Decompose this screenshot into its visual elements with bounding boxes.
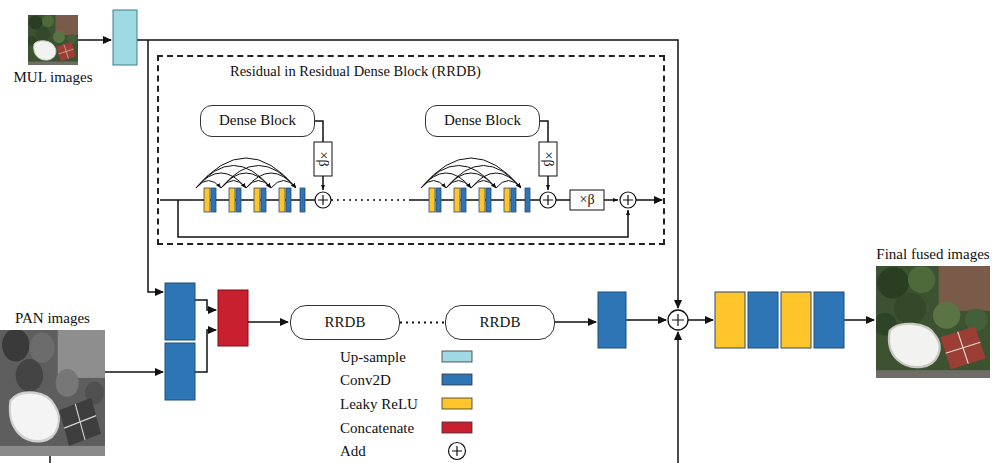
pan-image xyxy=(0,329,105,456)
legend-text: Concatenate xyxy=(340,419,414,437)
legend-swatch xyxy=(440,418,474,438)
legend-text: Leaky ReLU xyxy=(340,395,418,413)
wire xyxy=(49,456,51,463)
legend-item: Add xyxy=(340,442,366,460)
block-label: RRDB xyxy=(480,314,521,331)
block-label: Dense Block xyxy=(444,112,521,129)
wire xyxy=(322,176,324,190)
scale-box xyxy=(314,142,332,176)
legend-item: Conv2D xyxy=(340,371,391,389)
legend-item: Up-sample xyxy=(340,348,406,366)
wire xyxy=(604,199,618,201)
wire xyxy=(547,176,549,190)
rrdb-wires xyxy=(160,121,662,237)
wire xyxy=(78,39,111,41)
wire xyxy=(636,199,662,201)
scale-factor: ×β xyxy=(579,193,594,207)
legend-color xyxy=(442,398,472,409)
scale-factor: ×β xyxy=(541,151,555,166)
image-caption: PAN images xyxy=(15,310,90,327)
image-caption: Final fused images xyxy=(876,246,989,263)
wire xyxy=(195,300,216,310)
group-title: Residual in Residual Dense Block (RRDB) xyxy=(230,63,481,80)
wire xyxy=(105,371,163,373)
wire xyxy=(148,40,163,292)
block-box: Dense Block xyxy=(425,105,540,137)
wire xyxy=(248,321,288,323)
wires xyxy=(50,40,874,463)
relu-block xyxy=(715,292,745,348)
group-box: Residual in Residual Dense Block (RRDB) D… xyxy=(157,55,665,245)
scale-box xyxy=(570,190,604,210)
block-box: Dense Block xyxy=(200,105,315,137)
legend-text: Conv2D xyxy=(340,371,391,389)
image-panel: PAN images xyxy=(0,330,105,456)
wire xyxy=(195,330,216,372)
conv-block xyxy=(165,343,195,400)
scale-factor: ×β xyxy=(316,151,330,166)
block-label: Dense Block xyxy=(219,112,296,129)
legend-swatch xyxy=(440,370,474,390)
wire xyxy=(688,319,713,321)
add-plus xyxy=(452,446,462,456)
add-plus xyxy=(672,314,684,326)
concat-block xyxy=(218,290,248,346)
block-label: RRDB xyxy=(325,314,366,331)
conv-block xyxy=(814,292,844,348)
legend-swatch xyxy=(440,441,474,461)
wire xyxy=(555,321,596,323)
dense-internals xyxy=(411,158,540,212)
image-caption: MUL images xyxy=(14,69,93,86)
legend-color xyxy=(442,374,472,385)
wire xyxy=(844,319,874,321)
add-circle xyxy=(449,443,466,460)
wire xyxy=(540,121,548,142)
upsample-block xyxy=(113,10,137,65)
conv-block xyxy=(748,292,778,348)
legend-color xyxy=(442,422,472,433)
image-panel: MUL images xyxy=(28,15,78,65)
legend-color xyxy=(442,351,472,362)
wire xyxy=(160,199,186,201)
legend-swatch xyxy=(440,347,474,367)
add-circle xyxy=(668,310,688,330)
fused-image xyxy=(874,266,990,378)
relu-block xyxy=(781,292,811,348)
conv-block xyxy=(165,283,195,340)
wire xyxy=(137,40,678,308)
legend-item: Leaky ReLU xyxy=(340,395,418,413)
block-box: RRDB xyxy=(290,305,400,340)
scale-box xyxy=(539,142,557,176)
legend-swatch xyxy=(440,394,474,414)
dotted-wire xyxy=(331,199,411,201)
wire xyxy=(626,319,666,321)
wire xyxy=(556,199,570,201)
legend-text: Up-sample xyxy=(340,348,406,366)
add-symbols xyxy=(315,192,636,208)
wire xyxy=(315,121,323,142)
block-box: RRDB xyxy=(445,305,555,340)
image-panel: Final fused images xyxy=(876,266,990,378)
wire xyxy=(178,200,628,237)
mul-image xyxy=(27,15,78,65)
dense-internals xyxy=(186,158,315,212)
add-symbol xyxy=(668,310,688,330)
wire xyxy=(677,332,679,463)
connector xyxy=(400,322,445,324)
legend-text: Add xyxy=(340,442,366,460)
legend-item: Concatenate xyxy=(340,419,414,437)
conv-block xyxy=(598,292,626,348)
